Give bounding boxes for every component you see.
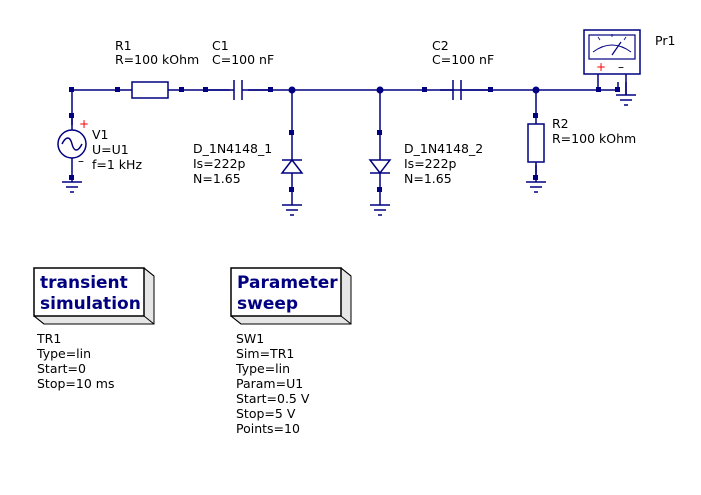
sweep-name: SW1: [236, 331, 264, 346]
sweep-type: Type=lin: [235, 361, 290, 376]
c1-value: C=100 nF: [212, 52, 274, 67]
sweep-title-line2: sweep: [237, 294, 298, 314]
v1-minus-sign: –: [78, 154, 84, 168]
d1-is: Is=222p: [193, 156, 246, 171]
v1-plus-sign: +: [79, 117, 89, 131]
d1-name: D_1N4148_1: [193, 141, 272, 156]
probe-plus-sign: +: [596, 60, 606, 74]
probe-minus-sign: –: [618, 60, 624, 74]
sweep-sim: Sim=TR1: [236, 346, 294, 361]
r2-value: R=100 kOhm: [552, 131, 636, 146]
junction-dot: [288, 86, 296, 94]
junction-dot: [532, 86, 540, 94]
r2-name: R2: [552, 116, 569, 131]
sweep-points: Points=10: [236, 421, 300, 436]
sweep-title-line1: Parameter: [237, 273, 338, 293]
d1-n: N=1.65: [193, 171, 241, 186]
diode-d2[interactable]: [368, 132, 392, 188]
v1-frequency: f=1 kHz: [92, 157, 142, 172]
ground-probe: [616, 94, 636, 106]
ground-r2: [526, 181, 546, 193]
resistor-r2[interactable]: [527, 118, 545, 178]
tran-title-line1: transient: [40, 273, 128, 293]
tran-type: Type=lin: [36, 346, 91, 361]
ground-d2: [370, 204, 390, 216]
sweep-start: Start=0.5 V: [236, 391, 310, 406]
d2-is: Is=222p: [404, 156, 457, 171]
r1-name: R1: [115, 38, 132, 53]
parameter-sweep-block[interactable]: Parameter sweep: [230, 267, 352, 325]
d2-n: N=1.65: [404, 171, 452, 186]
resistor-r1[interactable]: [118, 81, 182, 99]
d2-name: D_1N4148_2: [404, 141, 483, 156]
capacitor-c2[interactable]: [425, 80, 490, 100]
pr1-name: Pr1: [655, 33, 675, 48]
sweep-stop: Stop=5 V: [236, 406, 296, 421]
voltage-probe-pr1[interactable]: + –: [583, 29, 641, 95]
ground-v1: [62, 181, 82, 193]
wires: [71, 82, 627, 205]
transient-simulation-block[interactable]: transient simulation: [33, 267, 155, 325]
capacitor-c1[interactable]: [206, 80, 270, 100]
tran-name: TR1: [36, 331, 61, 346]
v1-voltage: U=U1: [92, 142, 129, 157]
diode-d1[interactable]: [280, 132, 304, 188]
junction-dot: [376, 86, 384, 94]
tran-start: Start=0: [37, 361, 86, 376]
ports: [69, 87, 620, 192]
c1-name: C1: [212, 38, 229, 53]
junctions: [288, 86, 540, 94]
tran-title-line2: simulation: [40, 294, 141, 314]
sweep-param: Param=U1: [236, 376, 303, 391]
ground-d1: [282, 204, 302, 216]
ac-source-v1[interactable]: + –: [57, 117, 89, 168]
c2-name: C2: [432, 38, 449, 53]
v1-name: V1: [92, 127, 109, 142]
tran-stop: Stop=10 ms: [37, 376, 114, 391]
r1-value: R=100 kOhm: [115, 52, 199, 67]
c2-value: C=100 nF: [432, 52, 494, 67]
